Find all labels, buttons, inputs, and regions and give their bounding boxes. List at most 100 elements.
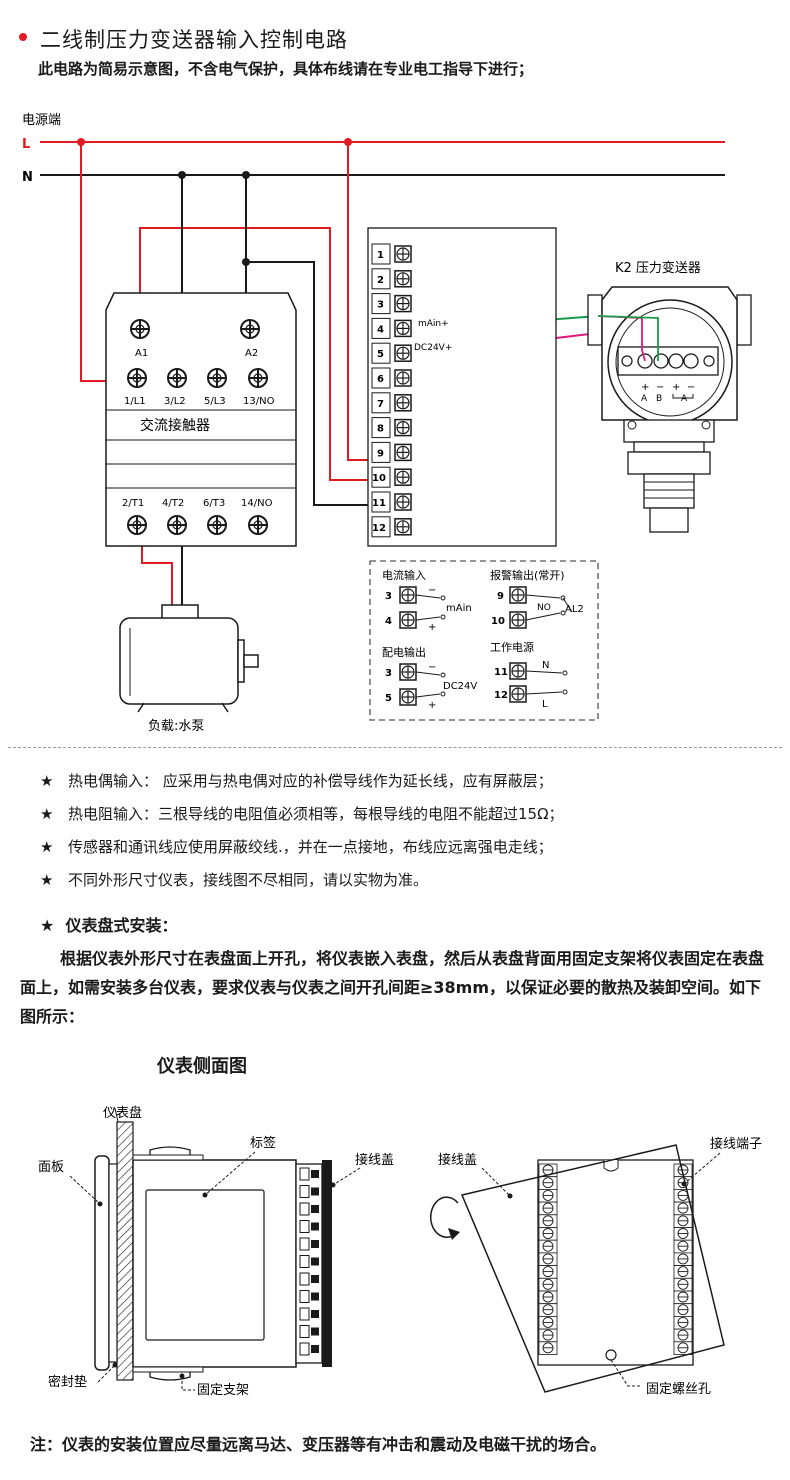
rear-label-screw-hole: 固定螺丝孔 [646, 1382, 711, 1397]
legend-terminal-num: 5 [385, 693, 392, 704]
side-terminal-tooth [299, 1220, 310, 1233]
legend-terminal-num: 9 [497, 591, 504, 602]
page-subtitle: 此电路为简易示意图，不含电气保护，具体布线请在专业电工指导下进行； [38, 60, 534, 78]
legend-title: 工作电源 [490, 640, 534, 654]
terminal-icon [207, 515, 227, 535]
terminal-label: 14/NO [241, 498, 273, 509]
side-view-title: 仪表侧面图 [157, 1056, 247, 1077]
side-terminal-tooth [299, 1307, 310, 1321]
legend-box [369, 560, 599, 721]
pressure-transmitter-icon [587, 286, 752, 533]
rear-label-cover: 接线盖 [438, 1152, 477, 1168]
meter-terminal: 6 [371, 367, 412, 389]
label-panel: 仪表盘 [103, 1105, 142, 1121]
l-label: L [22, 137, 30, 152]
side-terminal-tooth [299, 1255, 310, 1268]
side-terminal-tooth [299, 1167, 310, 1181]
meter-terminal-number: 9 [377, 448, 384, 459]
legend-minus: − [428, 585, 436, 596]
section-separator [8, 747, 782, 748]
power-label: 电源端 [22, 113, 61, 128]
legend-terminal-num: 3 [385, 591, 392, 602]
legend-label: DC24V [443, 681, 477, 692]
legend-minus: − [428, 662, 436, 673]
legend-terminal-num: 3 [385, 668, 392, 679]
install-paragraph: 根据仪表外形尺寸在表盘面上开孔，将仪表嵌入表盘，然后从表盘背面用固定支架将仪表固… [20, 949, 765, 1026]
side-terminal-screw [311, 1275, 319, 1283]
legend-title: 电流输入 [382, 568, 426, 582]
terminal-label: 2/T1 [122, 498, 144, 509]
terminal-icon [248, 368, 268, 388]
rear-view-figure [429, 1144, 725, 1393]
terminal-a1-icon [130, 319, 150, 339]
legend-plus: + [428, 622, 436, 633]
pump-motor-icon [119, 604, 259, 713]
legend-terminal-num: 11 [494, 667, 508, 678]
side-terminal-tooth [299, 1202, 310, 1216]
rear-label-terminals: 接线端子 [710, 1136, 762, 1152]
terminal-label: 3/L2 [164, 396, 186, 407]
meter-terminal: 10 [371, 466, 412, 488]
side-terminal-screw [311, 1205, 319, 1213]
terminal-icon [127, 368, 147, 388]
pin-sign: + [641, 382, 649, 393]
junction-dot [344, 138, 352, 146]
terminal-icon [167, 515, 187, 535]
note-item: ★热电阻输入：三根导线的电阻值必须相等，每根导线的电阻不能超过15Ω； [40, 805, 564, 823]
dc-label: DC24V+ [414, 343, 452, 353]
mAin-label: mAin+ [418, 319, 449, 329]
meter-terminal: 1 [371, 243, 412, 265]
meter-terminal-number: 2 [377, 275, 384, 286]
terminal-label: 6/T3 [203, 498, 225, 509]
install-title: ★ 仪表盘式安装： [40, 916, 178, 935]
side-terminal-tooth [299, 1325, 310, 1338]
legend-label: AL2 [565, 604, 584, 615]
terminal-label: 4/T2 [162, 498, 184, 509]
side-terminal-screw [311, 1310, 319, 1318]
title-bullet [19, 33, 27, 41]
junction-dot [242, 258, 250, 266]
meter-terminal: 8 [371, 417, 412, 439]
side-terminal-tooth [299, 1237, 310, 1251]
pin-bracket [672, 394, 694, 399]
terminal-icon [127, 515, 147, 535]
side-terminal-screw [311, 1187, 319, 1196]
side-terminal-screw [311, 1292, 319, 1301]
label-gasket: 密封垫 [48, 1374, 87, 1390]
side-terminal-screw [311, 1257, 319, 1266]
legend-terminal-num: 10 [491, 616, 505, 627]
meter-terminal: 7 [371, 392, 412, 414]
legend-label: L [542, 699, 548, 710]
legend-plus: + [428, 700, 436, 711]
label-cover: 接线盖 [355, 1152, 394, 1168]
legend-working-power: 工作电源 11 12 N L [490, 640, 568, 710]
meter-terminal-number: 7 [377, 399, 384, 410]
side-terminal-screw [311, 1222, 319, 1231]
meter-terminal-number: 6 [377, 374, 384, 385]
label-tag: 标签 [250, 1135, 276, 1151]
meter-terminal-number: 8 [377, 424, 384, 435]
legend-label: N [542, 660, 549, 671]
legend-current-input: 电流输入 3 4 − + mAin [382, 568, 472, 633]
terminal-label: 13/NO [243, 396, 275, 407]
ac-contactor: A1 A2 1/L1 3/L2 5/L3 13/NO 交流接触器 2/T1 4/… [105, 292, 297, 547]
terminal-a2-icon [240, 319, 260, 339]
page-title: 二线制压力变送器输入控制电路 [40, 28, 348, 52]
pin-sign: − [656, 382, 664, 393]
junction-dot [178, 171, 186, 179]
legend-title: 报警输出(常开) [490, 568, 565, 582]
legend-terminal-num: 12 [494, 690, 508, 701]
terminal-icon [207, 368, 227, 388]
junction-dot [242, 171, 250, 179]
legend-terminal-num: 4 [385, 616, 392, 627]
meter-terminal-number: 4 [377, 324, 384, 335]
meter-terminal: 5 [371, 342, 412, 364]
meter-terminal-number: 1 [377, 250, 384, 261]
meter-terminal-number: 12 [372, 523, 386, 534]
pin-label: B [656, 394, 662, 404]
n-label: N [22, 170, 33, 185]
legend-label: mAin [446, 603, 472, 614]
coil-label: A1 [135, 348, 148, 359]
junction-dot [77, 138, 85, 146]
